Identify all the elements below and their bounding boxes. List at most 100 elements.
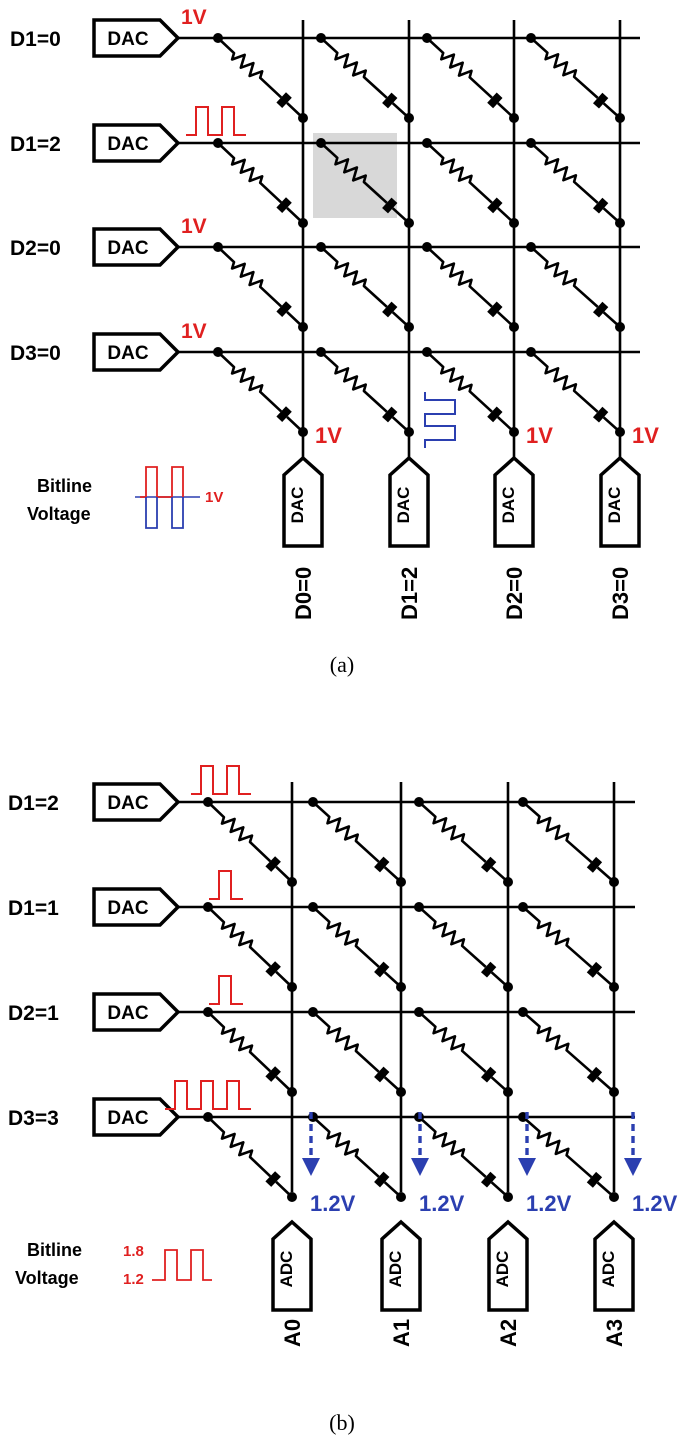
memristor-r0-c2 xyxy=(426,37,515,119)
col-label-1: D1=2 xyxy=(397,567,422,620)
row-voltage-0: 1V xyxy=(181,6,207,29)
col-node xyxy=(298,322,308,332)
memristor-r1-c3-selector xyxy=(586,961,603,978)
row-label-2: D2=0 xyxy=(10,237,61,260)
dac-col-1-label: DAC xyxy=(394,487,413,524)
memristor-r1-c2 xyxy=(426,142,515,224)
col-label-3: D3=0 xyxy=(608,567,633,620)
row-pulse-1 xyxy=(209,870,243,900)
memristor-r3-c1 xyxy=(320,351,410,433)
memristor-r1-c0 xyxy=(217,142,304,224)
memristor-r3-c2-selector xyxy=(481,1171,497,1188)
sense-arrow-head-2 xyxy=(518,1158,536,1176)
col-node xyxy=(615,427,625,437)
memristor-r3-c0 xyxy=(217,351,304,433)
memristor-r3-c1-selector xyxy=(374,1171,390,1188)
row-label-1: D1=1 xyxy=(8,897,59,920)
memristor-r2-c0 xyxy=(207,1011,293,1093)
memristor-r1-c3-selector xyxy=(593,197,609,214)
row-node xyxy=(316,347,326,357)
memristor-r2-c0-selector xyxy=(265,1066,281,1082)
col-node xyxy=(404,427,414,437)
memristor-r2-c3 xyxy=(522,1011,615,1093)
row-pulse-0 xyxy=(191,765,251,795)
memristor-r1-c2-selector xyxy=(487,197,503,214)
row-node xyxy=(518,797,528,807)
dac-row-0 xyxy=(92,18,181,58)
legend-title-2: Voltage xyxy=(15,1268,79,1288)
row-label-3: D3=0 xyxy=(10,342,61,365)
memristor-r2-c3-selector xyxy=(593,301,609,318)
memristor-r2-c1 xyxy=(312,1011,402,1093)
row-node xyxy=(526,347,536,357)
row-node xyxy=(526,242,536,252)
legend-pulse xyxy=(152,1249,212,1281)
row-node xyxy=(308,797,318,807)
memristor-r1-c0-selector xyxy=(265,961,281,977)
col-node xyxy=(609,982,619,992)
col-node xyxy=(404,322,414,332)
memristor-r3-c0-selector xyxy=(265,1171,281,1187)
dac-row-0-label: DAC xyxy=(107,793,148,814)
col-node xyxy=(404,218,414,228)
memristor-r0-c1 xyxy=(312,801,402,883)
col-node xyxy=(298,218,308,228)
memristor-r0-c3 xyxy=(522,801,615,883)
row-node xyxy=(422,33,432,43)
dac-col-3-label: DAC xyxy=(605,487,624,524)
col-node xyxy=(509,322,519,332)
dac-row-3 xyxy=(92,332,181,372)
legend-high: 1.8 xyxy=(123,1243,144,1260)
col-node xyxy=(404,113,414,123)
dac-col-0 xyxy=(282,455,324,548)
adc-col-1-label: ADC xyxy=(386,1251,405,1288)
col-node xyxy=(287,982,297,992)
memristor-r2-c2 xyxy=(426,246,515,328)
adc-col-2-label: ADC xyxy=(493,1251,512,1288)
memristor-r1-c3 xyxy=(530,142,621,224)
memristor-r1-c2-selector xyxy=(481,961,497,978)
memristor-r0-c1-selector xyxy=(374,856,390,873)
row-node xyxy=(308,1007,318,1017)
legend-title-1: Bitline xyxy=(27,1240,82,1260)
row-node xyxy=(308,902,318,912)
col-voltage-2: 1.2V xyxy=(526,1191,572,1216)
row-pulse-2 xyxy=(209,975,243,1005)
memristor-r3-c3-selector xyxy=(586,1171,603,1188)
memristor-r3-c1-selector xyxy=(382,406,398,423)
dac-row-2 xyxy=(92,227,181,267)
row-node xyxy=(316,33,326,43)
memristor-r0-c1-selector xyxy=(382,92,398,109)
row-node xyxy=(316,242,326,252)
col-node xyxy=(609,877,619,887)
dac-col-2 xyxy=(493,455,535,548)
col-node xyxy=(396,1192,406,1202)
col-voltage-3: 1.2V xyxy=(632,1191,678,1216)
sense-arrow-head-1 xyxy=(411,1158,429,1176)
row-node xyxy=(213,33,223,43)
row-node xyxy=(414,797,424,807)
row-node xyxy=(422,242,432,252)
col-node xyxy=(503,877,513,887)
col-voltage-3: 1V xyxy=(632,423,659,448)
col-label-2: A2 xyxy=(496,1319,521,1347)
row-node xyxy=(213,347,223,357)
row-label-0: D1=2 xyxy=(8,792,59,815)
col-node xyxy=(396,982,406,992)
col-node xyxy=(396,877,406,887)
adc-col-0-label: ADC xyxy=(277,1251,296,1288)
col-node xyxy=(509,113,519,123)
memristor-r3-c0-selector xyxy=(276,406,292,422)
col-voltage-1: 1.2V xyxy=(419,1191,465,1216)
memristor-r3-c2 xyxy=(418,1116,509,1198)
memristor-r1-c1-selector xyxy=(382,197,398,214)
legend-title-1: Bitline xyxy=(37,476,92,496)
row-node xyxy=(213,138,223,148)
col-node xyxy=(615,113,625,123)
dac-row-3-label: DAC xyxy=(107,1108,148,1129)
col-voltage-0: 1.2V xyxy=(310,1191,356,1216)
memristor-r0-c1 xyxy=(320,37,410,119)
dac-row-2-label: DAC xyxy=(107,1003,148,1024)
